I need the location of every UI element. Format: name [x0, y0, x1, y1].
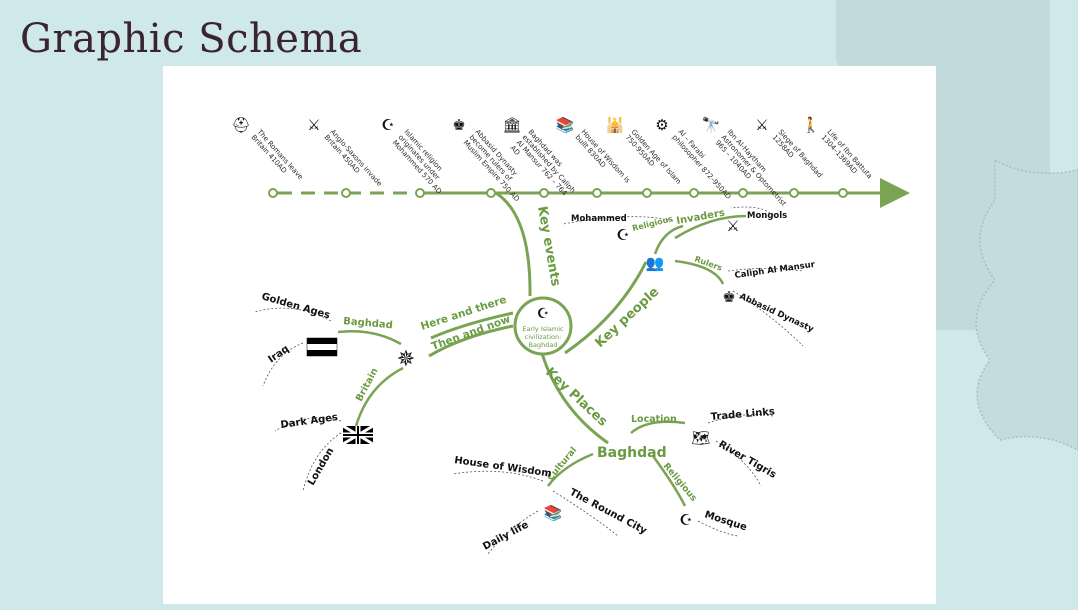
key-places-branch [539, 349, 609, 445]
round-city-label: The Round City [568, 487, 649, 537]
mosque-icon: 🕌 [606, 115, 625, 134]
caliph-icon: ♚ [722, 288, 735, 306]
rulers-branch [674, 259, 725, 285]
world-map-icon: 🗺 [691, 429, 710, 447]
roman-helmet-icon: ⛑ [231, 116, 250, 134]
location-label: Location [631, 414, 677, 425]
mongols-icon: ⚔ [726, 217, 739, 235]
page-title: Graphic Schema [20, 16, 363, 62]
mosque-label: Mosque [703, 509, 748, 533]
london-label: London [306, 446, 336, 487]
timeline-node [486, 188, 496, 198]
iraq-label: Iraq [266, 344, 291, 366]
religious-place-branch [651, 455, 687, 507]
trade-links-label: Trade Links [710, 406, 775, 423]
timeline-node [642, 188, 652, 198]
timeline-event: 🚶Life of Ibn Battuta1304–1369AD [802, 116, 874, 198]
timeline-event: ⚔Anglo-Saxons invadeBritain 450AD [307, 116, 384, 198]
timeline-node [341, 188, 351, 198]
britain-label: Britain [354, 366, 381, 403]
mind-map: ⛑The Romans leaveBritain 410AD⚔Anglo-Sax… [231, 115, 910, 555]
timeline-label: Life of Ibn Battuta1304–1369AD [820, 128, 874, 186]
telescope-icon: 🔭 [702, 116, 721, 134]
mohammed-icon: ☪ [616, 226, 629, 244]
timeline-node [738, 188, 748, 198]
timeline-node [789, 188, 799, 198]
leaf-lines [254, 206, 804, 555]
britain-branch [354, 366, 404, 427]
then-and-now-branch [428, 324, 514, 358]
crescent-star-icon: ☪ [537, 306, 550, 322]
daily-life-label: Daily life [481, 519, 530, 552]
religious-branch [653, 224, 684, 255]
timeline-label: House of Wisdom isbuilt 830AD [574, 128, 632, 190]
timeline-node [539, 188, 549, 198]
city-icon: 🏛 [502, 116, 521, 134]
people-group-icon: 👥 [646, 254, 665, 272]
baghdad-label: Baghdad [343, 316, 393, 331]
caliph-label: Caliph Al Mansur [734, 260, 816, 281]
mongols-label: Mongols [747, 211, 787, 221]
timeline-label: Anglo-Saxons invadeBritain 450AD [323, 128, 384, 193]
caliph-figure-icon: ♚ [452, 116, 465, 134]
timeline-node [689, 188, 699, 198]
key-events-branch [495, 191, 532, 297]
sub-branches [337, 214, 747, 507]
uk-flag-icon [342, 424, 374, 446]
mosque-icon: ☪ [679, 511, 692, 529]
timeline-label: The Romans leaveBritain 410AD [249, 127, 305, 186]
timeline-node [838, 188, 848, 198]
here-and-there-branch [430, 311, 514, 340]
timeline-node [268, 188, 278, 198]
cultural-branch [547, 452, 594, 487]
river-tigris-label: River Tigris [717, 439, 778, 481]
crossed-swords-icon: ⚔ [755, 116, 768, 134]
timeline-event: ⚙Al – Farabiphilosopher 872–950AD [655, 116, 732, 201]
mohammed-label: Mohammed [571, 214, 627, 224]
timeline-node [592, 188, 602, 198]
london-line [302, 432, 342, 492]
hiker-icon: 🚶 [802, 116, 821, 134]
timeline-event: 🕌Golden Age of Islam750-950AD [606, 115, 683, 198]
viking-helmet-icon: ⚔ [307, 116, 320, 134]
key-places-label: Key Places [542, 365, 610, 430]
books-icon: 📚 [556, 116, 575, 134]
timeline-node [415, 188, 425, 198]
dark-ages-label: Dark Ages [280, 412, 339, 431]
books-icon: 📚 [544, 504, 563, 522]
key-people-branch [564, 261, 648, 355]
schema-canvas: ⛑The Romans leaveBritain 410AD⚔Anglo-Sax… [163, 66, 936, 604]
compass-icon: ✵ [397, 347, 415, 372]
timeline-label: Siege of Baghdad1258AD [771, 128, 824, 185]
timeline-event: ☪Islamic religionoriginates underMohamme… [381, 116, 455, 198]
location-branch [630, 420, 686, 434]
key-events-label: Key events [534, 205, 563, 288]
invaders-branch [674, 214, 747, 240]
timeline-event: ⛑The Romans leaveBritain 410AD [231, 116, 305, 198]
main-branches [428, 191, 648, 445]
timeline-label: Islamic religionoriginates underMohammed… [391, 128, 455, 196]
abbasid-label: Abbasid Dynasty [738, 292, 816, 335]
baghdad-hub-label: Baghdad [597, 445, 667, 461]
golden-ages-label: Golden Ages [260, 291, 331, 321]
gear-head-icon: ⚙ [655, 116, 668, 134]
baghdad-branch [337, 329, 402, 346]
crescent-star-icon: ☪ [381, 116, 394, 134]
house-of-wisdom-label: House of Wisdom [454, 455, 553, 480]
